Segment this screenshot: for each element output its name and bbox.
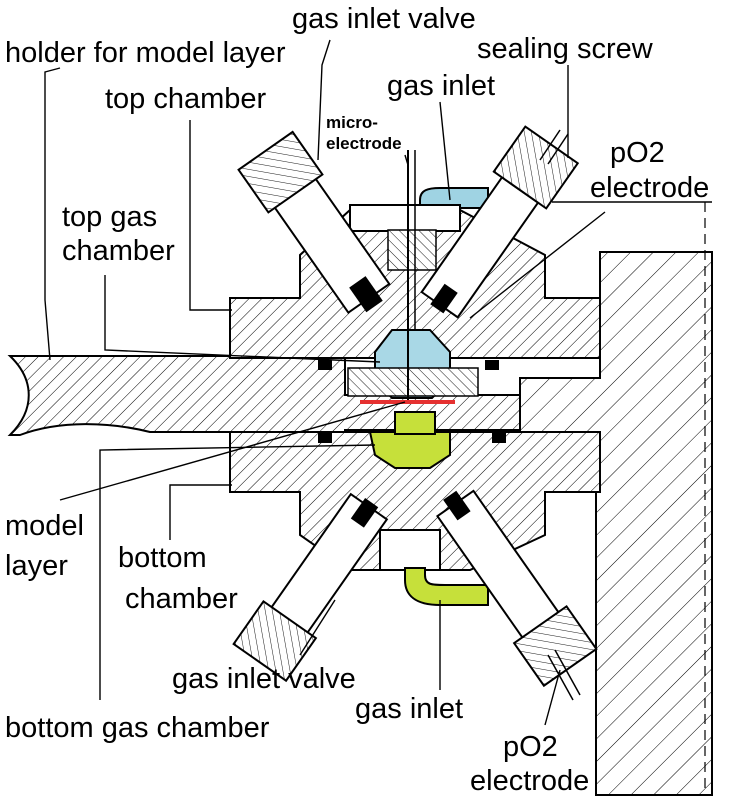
- leader-gas-inlet-valve-bottom: [299, 599, 336, 656]
- gas-inlet-valve-bottom-assembly: [232, 492, 389, 683]
- label-po2-electrode-bottom-line1: pO2: [503, 731, 558, 763]
- label-model-layer-line2: layer: [5, 550, 68, 582]
- leader-top-gas-chamber: [104, 275, 381, 363]
- leader-microelectrode: [404, 154, 409, 166]
- label-bottom-chamber-line1: bottom: [118, 542, 207, 574]
- bottom-gas-inlet-tube: [404, 567, 489, 606]
- label-microelectrode-line1: micro-: [326, 113, 378, 132]
- po2-electrode-bottom-assembly: [436, 489, 598, 688]
- leader-bottom-chamber: [169, 484, 232, 540]
- label-bottom-chamber-line2: chamber: [125, 583, 238, 615]
- label-po2-electrode-top-line1: pO2: [610, 137, 665, 169]
- leader-po2-top: [469, 211, 606, 319]
- o-ring: [485, 360, 499, 370]
- label-top-chamber: top chamber: [105, 83, 267, 115]
- label-gas-inlet-top: gas inlet: [387, 70, 495, 102]
- sample-insert: [347, 367, 479, 397]
- o-ring: [318, 433, 332, 443]
- bottom-gas-chamber: [368, 431, 451, 469]
- po2-electrode-top-cable: [539, 129, 561, 161]
- bottom-center-plug: [379, 529, 441, 571]
- leader-gas-inlet-top: [439, 101, 451, 201]
- label-holder-for-model-layer: holder for model layer: [5, 37, 286, 69]
- leader-top-chamber: [189, 120, 232, 311]
- label-po2-electrode-bottom-line2: electrode: [470, 765, 589, 797]
- label-po2-electrode-top-line2: electrode: [590, 172, 709, 204]
- po2-electrode-bottom-cable: [554, 649, 581, 696]
- label-model-layer-line1: model: [5, 510, 84, 542]
- leader-bottom-gas-chamber: [99, 444, 376, 700]
- label-sealing-screw: sealing screw: [477, 33, 654, 65]
- label-gas-inlet-valve-top: gas inlet valve: [292, 3, 476, 35]
- po2-electrode-top-assembly: [420, 125, 580, 319]
- po2-electrode-top-cable-b: [547, 133, 569, 165]
- leader-po2-bottom: [544, 669, 561, 726]
- leader-model-layer: [59, 401, 406, 501]
- label-top-gas-chamber-line2: chamber: [62, 235, 175, 267]
- label-gas-inlet-valve-bottom: gas inlet valve: [172, 663, 356, 695]
- o-ring: [318, 360, 332, 370]
- gas-inlet-valve-top-assembly: [237, 130, 391, 315]
- leader-holder: [44, 67, 61, 361]
- leader-gas-inlet-valve-top: [317, 39, 331, 161]
- top-center-plug: [349, 204, 461, 232]
- label-top-gas-chamber-line1: top gas: [62, 201, 157, 233]
- bottom-gas-chamber-neck: [394, 411, 436, 435]
- label-microelectrode-line2: electrode: [326, 134, 402, 153]
- top-center-insert: [387, 229, 437, 271]
- label-bottom-gas-chamber: bottom gas chamber: [5, 712, 270, 744]
- po2-electrode-bottom-cable-b: [547, 654, 574, 701]
- label-gas-inlet-bottom: gas inlet: [355, 693, 463, 725]
- o-ring: [492, 433, 506, 443]
